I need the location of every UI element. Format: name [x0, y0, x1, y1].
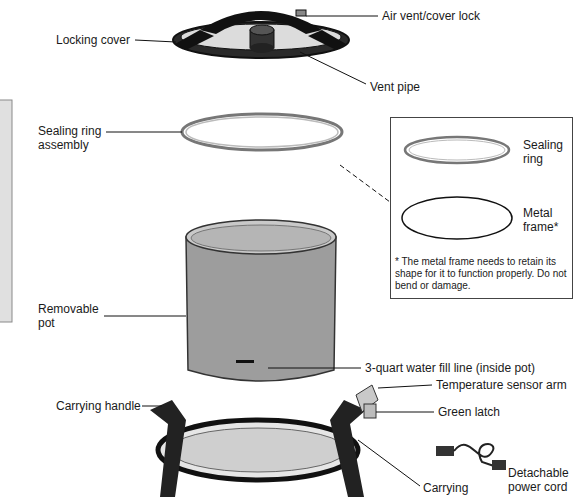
part-label: Removable pot	[38, 302, 104, 330]
cooker-base	[150, 385, 378, 497]
part-label: Vent pipe	[370, 80, 420, 94]
part-label: Air vent/cover lock	[382, 9, 480, 23]
power-cord	[436, 444, 506, 470]
note-text: * The metal frame needs to retain its sh…	[395, 256, 571, 292]
locking-cover	[173, 10, 349, 58]
leader-lines	[104, 16, 506, 486]
part-label: Detachable power cord	[508, 466, 584, 494]
part-label: Green latch	[438, 405, 500, 419]
side-panel	[0, 100, 12, 322]
removable-pot	[186, 220, 336, 381]
part-label: Sealing ring assembly	[38, 124, 110, 152]
part-label: Carrying handle	[56, 399, 141, 413]
part-label: Metal frame*	[523, 206, 571, 234]
inset-box: Sealing ringMetal frame* * The metal fram…	[390, 117, 573, 299]
inset-parts	[402, 137, 512, 239]
part-label: Locking cover	[56, 33, 130, 47]
part-label: Temperature sensor arm	[436, 378, 567, 392]
part-label: 3-quart water fill line (inside pot)	[365, 361, 535, 375]
part-label: Sealing ring	[523, 138, 569, 166]
sealing-ring	[182, 114, 342, 150]
part-label: Carrying	[423, 481, 468, 495]
